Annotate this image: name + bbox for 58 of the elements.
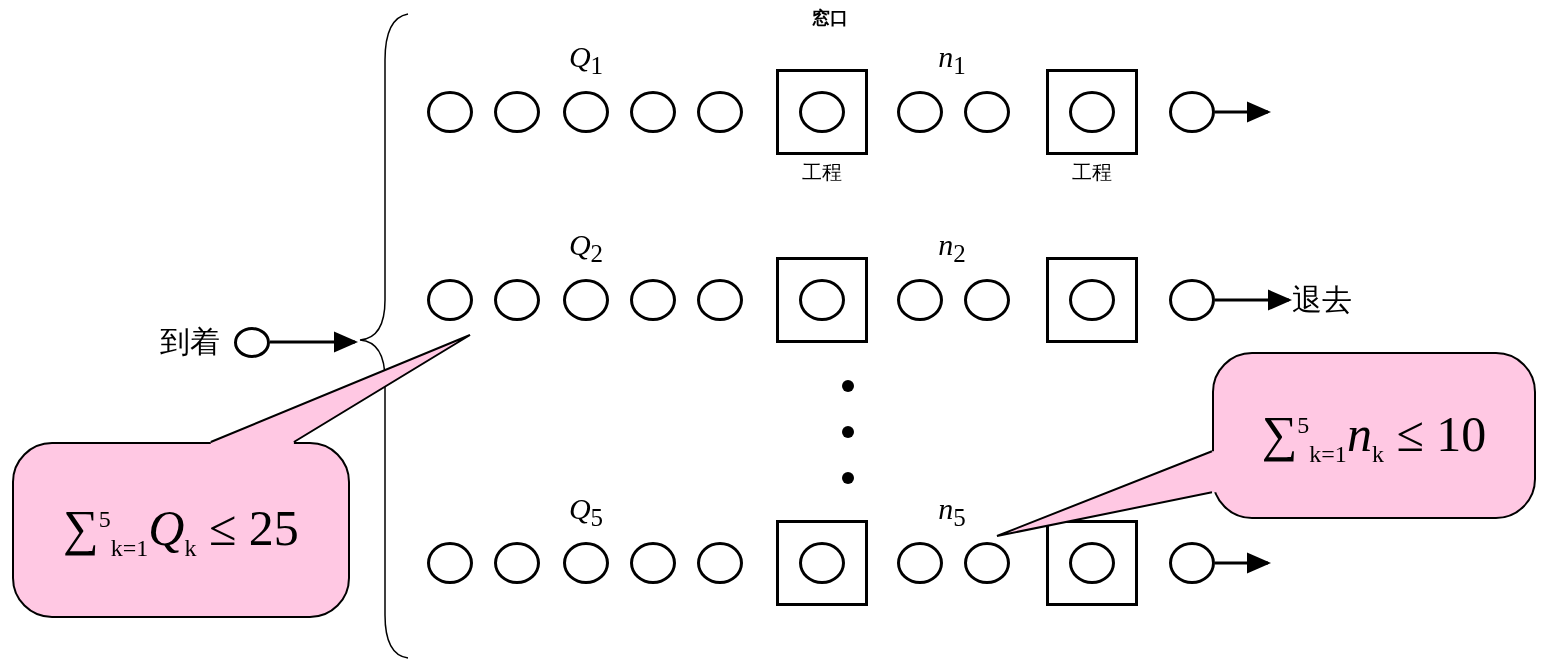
circle-shape bbox=[798, 90, 845, 133]
circle-shape bbox=[630, 279, 676, 321]
heading-label: 窓口 bbox=[812, 6, 848, 30]
variable-label: Q$_{1}$ bbox=[568, 40, 604, 80]
formula-text: ∑$^{5}$$_{k=1}$n$_{k}$ ≤ 10 bbox=[1261, 404, 1487, 467]
variable-label: n$_{1}$ bbox=[938, 40, 966, 80]
circle-shape bbox=[798, 278, 845, 321]
circle-shape bbox=[964, 279, 1010, 321]
arrow bbox=[1215, 289, 1292, 311]
callout-bubble bbox=[1212, 352, 1536, 519]
circle-shape bbox=[897, 542, 943, 584]
square-box bbox=[776, 520, 868, 606]
variable-label: n$_{5}$ bbox=[938, 492, 966, 532]
caption-text: 工程 bbox=[1072, 159, 1112, 186]
square-box bbox=[1046, 520, 1138, 606]
circle-shape bbox=[494, 91, 540, 133]
circle-shape bbox=[697, 91, 743, 133]
callout-tail bbox=[209, 334, 471, 447]
circle-shape bbox=[1169, 91, 1215, 133]
circle-shape bbox=[494, 542, 540, 584]
circle-shape bbox=[1169, 542, 1215, 584]
circle-shape bbox=[1068, 278, 1115, 321]
circle-shape bbox=[1068, 90, 1115, 133]
caption-text: 到着 bbox=[160, 322, 220, 361]
circle-shape bbox=[964, 542, 1010, 584]
circle-shape bbox=[427, 279, 473, 321]
circle-shape bbox=[630, 542, 676, 584]
circle-shape bbox=[494, 279, 540, 321]
caption-text: 工程 bbox=[802, 159, 842, 186]
circle-shape bbox=[234, 326, 270, 358]
circle-shape bbox=[897, 279, 943, 321]
square-box bbox=[776, 69, 868, 155]
square-box bbox=[1046, 69, 1138, 155]
arrow bbox=[1215, 552, 1271, 574]
variable-label: Q$_{5}$ bbox=[568, 492, 604, 532]
circle-shape bbox=[964, 91, 1010, 133]
arrow bbox=[1215, 101, 1271, 123]
variable-label: n$_{2}$ bbox=[938, 228, 966, 268]
circle-shape bbox=[1068, 541, 1115, 584]
circle-shape bbox=[563, 91, 609, 133]
circle-shape bbox=[427, 91, 473, 133]
circle-shape bbox=[1169, 279, 1215, 321]
curly-brace bbox=[358, 12, 410, 660]
circle-shape bbox=[697, 279, 743, 321]
circle-shape bbox=[630, 91, 676, 133]
formula-text: ∑$^{5}$$_{k=1}$Q$_{k}$ ≤ 25 bbox=[63, 498, 299, 562]
arrow bbox=[270, 331, 358, 353]
circle-shape bbox=[697, 542, 743, 584]
circle-shape bbox=[563, 542, 609, 584]
circle-shape bbox=[897, 91, 943, 133]
square-box bbox=[776, 257, 868, 343]
square-box bbox=[1046, 257, 1138, 343]
circle-shape bbox=[563, 279, 609, 321]
circle-shape bbox=[427, 542, 473, 584]
callout-tail bbox=[996, 450, 1217, 537]
circle-shape bbox=[798, 541, 845, 584]
variable-label: Q$_{2}$ bbox=[568, 228, 604, 268]
caption-text: 退去 bbox=[1292, 282, 1353, 318]
